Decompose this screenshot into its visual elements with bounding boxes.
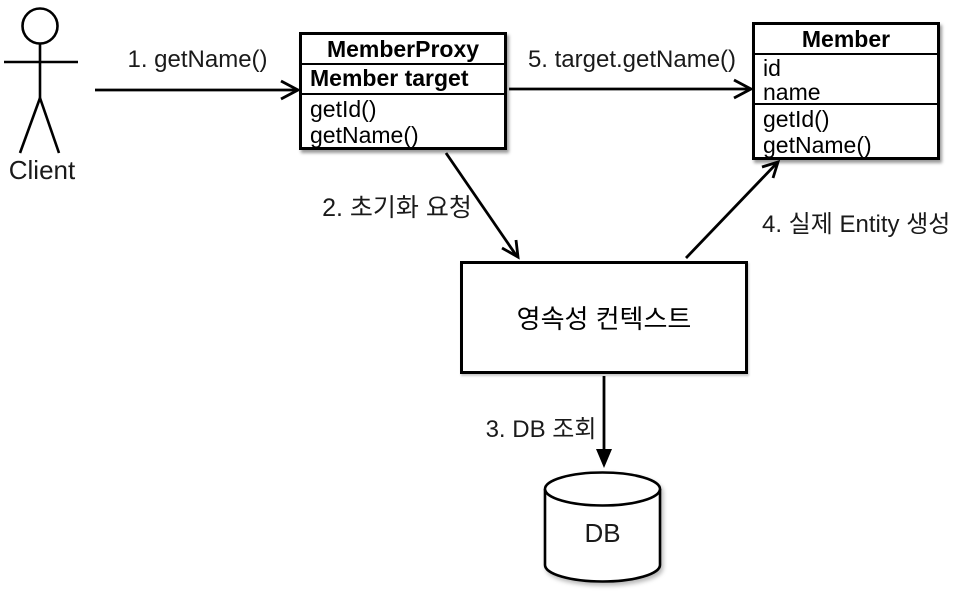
method-line: getId() xyxy=(763,106,830,132)
member-attrs: id name xyxy=(755,55,937,105)
member-class-name: Member xyxy=(755,25,937,55)
method-line: getName() xyxy=(763,132,872,158)
arrow-step3 xyxy=(596,376,612,468)
db-cylinder-body xyxy=(543,489,662,583)
actor-leg-right xyxy=(38,97,61,154)
step5-label: 5. target.getName() xyxy=(527,46,737,73)
memberproxy-methods: getId() getName() xyxy=(302,95,504,148)
member-class-box: Member id name getId() getName() xyxy=(752,22,940,160)
method-line: getName() xyxy=(310,122,419,148)
arrow-step5 xyxy=(509,78,754,100)
actor-head xyxy=(21,7,59,45)
actor-figure xyxy=(4,7,78,154)
arrow-step2 xyxy=(444,152,520,260)
attribute-line: Member target xyxy=(310,65,469,91)
db-cylinder xyxy=(543,471,662,583)
member-methods: getId() getName() xyxy=(755,105,937,158)
method-line: getId() xyxy=(310,96,377,122)
persistence-context-label: 영속성 컨텍스트 xyxy=(516,304,692,334)
actor-leg-left xyxy=(18,97,42,154)
db-cylinder-top xyxy=(543,471,662,507)
arrow-step1 xyxy=(95,79,301,101)
client-label: Client xyxy=(8,155,76,185)
step3-label: 3. DB 조회 xyxy=(485,416,597,443)
memberproxy-attrs: Member target xyxy=(302,65,504,95)
step4-label: 4. 실제 Entity 생성 xyxy=(762,211,951,238)
arrow-step4 xyxy=(684,159,781,259)
memberproxy-class-name: MemberProxy xyxy=(302,35,504,65)
memberproxy-class-box: MemberProxy Member target getId() getNam… xyxy=(299,32,507,150)
step2-label: 2. 초기화 요청 xyxy=(322,194,472,222)
db-label: DB xyxy=(584,518,621,548)
step1-label: 1. getName() xyxy=(127,46,268,73)
attribute-line: id xyxy=(763,55,781,81)
attribute-line: name xyxy=(763,79,821,105)
persistence-context-box: 영속성 컨텍스트 xyxy=(460,261,748,374)
